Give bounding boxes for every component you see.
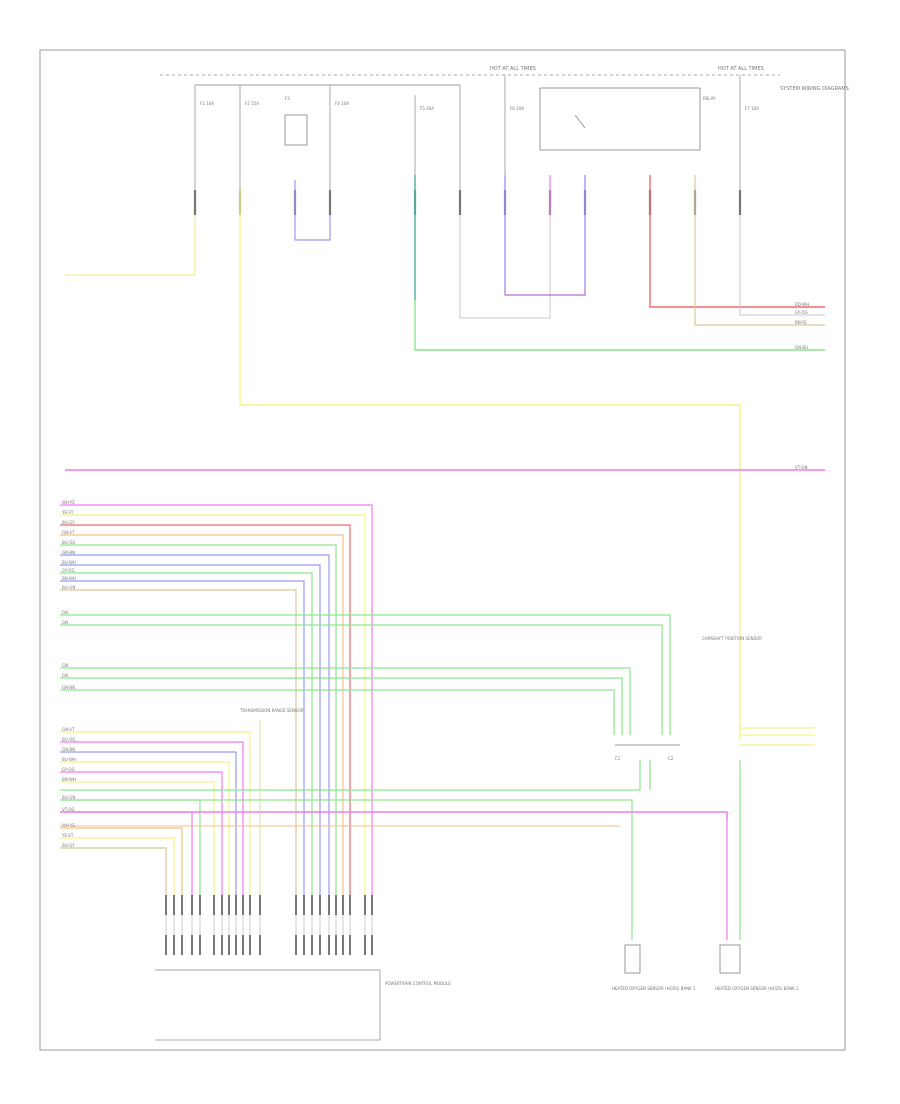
upper-wires	[65, 175, 825, 740]
module-wire	[60, 614, 671, 735]
wire-label: BU-GY	[62, 843, 75, 848]
module-wire-bundle: WH-YE YE-VT BU-GY GN-VT BU-OG GN-BN BU-WH GY-OG…	[60, 500, 728, 905]
junction-connector: C1 C2	[615, 744, 680, 761]
wire-label: YE-VT	[61, 510, 74, 515]
transmission-label: TRANSMISSION RANGE SENSOR	[239, 708, 304, 713]
fuse-2: F2 15A	[239, 85, 259, 195]
module-wire	[60, 572, 313, 905]
wire-label: RD-WH	[795, 302, 809, 307]
svg-text:RELAY: RELAY	[703, 96, 716, 101]
module-wire	[60, 580, 305, 905]
fuse-1: F1 10A	[194, 85, 214, 195]
wire-label: GN-VT	[62, 727, 75, 732]
svg-text:C2: C2	[668, 756, 674, 761]
powertrain-control-module: POWERTRAIN CONTROL MODULE	[155, 969, 451, 1041]
svg-text:HEATED OXYGEN SENSOR (HO2S) BA: HEATED OXYGEN SENSOR (HO2S) BANK 2	[715, 986, 799, 991]
wire-label: GY-OG	[795, 310, 808, 315]
oxygen-sensor-1: HEATED OXYGEN SENSOR (HO2S) BANK 1	[612, 820, 696, 991]
oxygen-sensor-2: HEATED OXYGEN SENSOR (HO2S) BANK 2	[715, 760, 799, 991]
connector-row	[193, 190, 742, 215]
module-wire	[60, 811, 728, 820]
wire-label: BN-WH	[62, 777, 76, 782]
top-label-right: HOT AT ALL TIMES	[718, 66, 764, 72]
module-wire	[60, 504, 373, 905]
wire-label: BN-YE	[795, 320, 807, 325]
wire-label: GN	[62, 610, 68, 615]
module-wire	[60, 544, 337, 905]
svg-text:F5 20A: F5 20A	[420, 106, 434, 111]
wire-label: BU-GN	[62, 585, 75, 590]
svg-text:F2 15A: F2 15A	[245, 101, 259, 106]
module-wire	[60, 589, 297, 905]
wire-label: BU-GN	[62, 795, 75, 800]
wire-label: BU-GY	[62, 520, 75, 525]
wire-label: BN-WH	[62, 576, 76, 581]
wire-label: BU-OG	[62, 540, 75, 545]
fuse-5: F5 20A	[414, 95, 434, 195]
wire-label: BU-WH	[62, 757, 76, 762]
module-wire	[60, 554, 330, 905]
wire-label: WH-YE	[62, 500, 75, 505]
module-wire	[60, 760, 641, 791]
wire-label: VT-GN	[795, 465, 808, 470]
module-wire	[60, 514, 366, 905]
wire-label: GY-OG	[62, 767, 75, 772]
module-wire	[60, 799, 633, 820]
module-wire	[60, 741, 244, 905]
svg-text:HEATED OXYGEN SENSOR (HO2S) BA: HEATED OXYGEN SENSOR (HO2S) BANK 1	[612, 986, 696, 991]
top-right-note: SYSTEM WIRING DIAGRAMS	[780, 86, 849, 92]
module-wire	[60, 677, 623, 735]
svg-text:F3: F3	[285, 96, 290, 101]
svg-text:F4 10A: F4 10A	[335, 101, 349, 106]
wire-label: GN-BN	[62, 550, 75, 555]
wire-label: GN	[62, 663, 68, 668]
module-wire	[60, 847, 167, 905]
module-wire	[60, 534, 344, 905]
wire-label: GN-BN	[62, 747, 75, 752]
wire-label: GN-VT	[62, 530, 75, 535]
svg-text:F7 10A: F7 10A	[745, 106, 759, 111]
module-wire	[60, 731, 251, 905]
wire-label: YE-VT	[61, 833, 74, 838]
module-wire	[60, 524, 351, 905]
wire-label: GN	[62, 673, 68, 678]
module-wire	[60, 799, 201, 905]
module-wire	[60, 689, 615, 735]
wire-label: BU-WH	[62, 560, 76, 565]
module-wire	[60, 837, 175, 905]
svg-text:C1: C1	[615, 756, 621, 761]
module-wire	[60, 827, 183, 905]
fuse-4: F4 10A	[329, 85, 349, 195]
module-wire	[60, 751, 237, 905]
wire-label: GN-BU	[795, 345, 808, 350]
wire-label: BU-OG	[62, 737, 75, 742]
module-terminals	[165, 895, 373, 955]
wire-label: GY-OG	[62, 568, 75, 573]
top-label-left: HOT AT ALL TIMES	[490, 66, 536, 72]
right-wire-labels: RD-WH GY-OG BN-YE GN-BU VT-GN	[795, 302, 809, 470]
module-wire	[60, 761, 230, 905]
diagram-frame	[39, 49, 846, 1051]
wire-label: GN	[62, 620, 68, 625]
module-wire	[60, 564, 321, 905]
wire-label: VT-OG	[62, 807, 75, 812]
module-wire	[60, 771, 223, 905]
module-wire	[60, 624, 663, 735]
fuse-7: F7 10A	[739, 75, 759, 195]
module-wire	[60, 781, 215, 905]
right-block-label: CAMSHAFT POSITION SENSOR	[702, 636, 762, 641]
fuse-6: F6 10A	[504, 75, 524, 195]
wire-label: GN-BN	[62, 685, 75, 690]
right-yellow-outputs	[740, 727, 815, 746]
module-wire	[60, 667, 631, 735]
svg-text:F6 10A: F6 10A	[510, 106, 524, 111]
svg-text:POWERTRAIN CONTROL MODULE: POWERTRAIN CONTROL MODULE	[385, 981, 451, 986]
relay-box: RELAY	[539, 87, 716, 151]
fuse-3-block: F3	[284, 96, 308, 146]
svg-text:F1 10A: F1 10A	[200, 101, 214, 106]
